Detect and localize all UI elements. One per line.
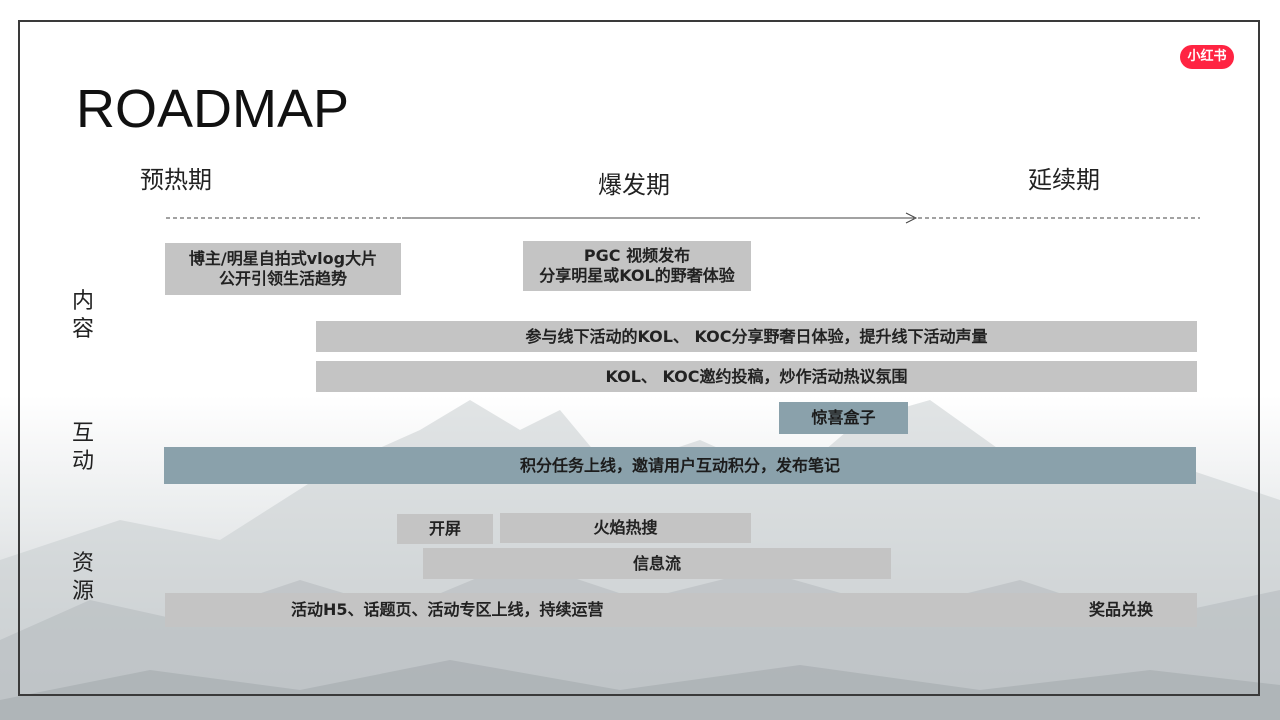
phase-preheat: 预热期	[140, 166, 212, 194]
category-content: 内容	[71, 289, 94, 342]
category-interaction: 互动	[71, 421, 94, 474]
h5-ops-label: 活动H5、话题页、活动专区上线，持续运营	[291, 600, 604, 619]
bar-h5-ops: 活动H5、话题页、活动专区上线，持续运营 奖品兑换	[165, 593, 1197, 627]
bar-pgc-video: PGC 视频发布 分享明星或KOL的野奢体验	[523, 241, 751, 291]
page-title: ROADMAP	[76, 79, 350, 139]
phase-continue: 延续期	[1028, 166, 1100, 194]
bar-feed: 信息流	[423, 548, 891, 579]
timeline-arrow	[166, 212, 1200, 224]
bar-vlog: 博主/明星自拍式vlog大片 公开引领生活趋势	[165, 243, 401, 295]
prize-exchange-label: 奖品兑换	[1088, 600, 1153, 619]
bar-hot-search: 火焰热搜	[500, 513, 751, 543]
bar-points-task: 积分任务上线，邀请用户互动积分，发布笔记	[164, 447, 1196, 484]
bar-surprise-box: 惊喜盒子	[779, 402, 908, 434]
slide-frame	[18, 20, 1260, 696]
bar-kol-invite: KOL、 KOC邀约投稿，炒作活动热议氛围	[316, 361, 1197, 392]
bar-splash: 开屏	[397, 514, 493, 544]
category-resources: 资源	[71, 551, 94, 604]
xiaohongshu-logo: 小红书	[1180, 45, 1234, 69]
bar-kol-offline: 参与线下活动的KOL、 KOC分享野奢日体验，提升线下活动声量	[316, 321, 1197, 352]
phase-burst: 爆发期	[598, 171, 670, 199]
